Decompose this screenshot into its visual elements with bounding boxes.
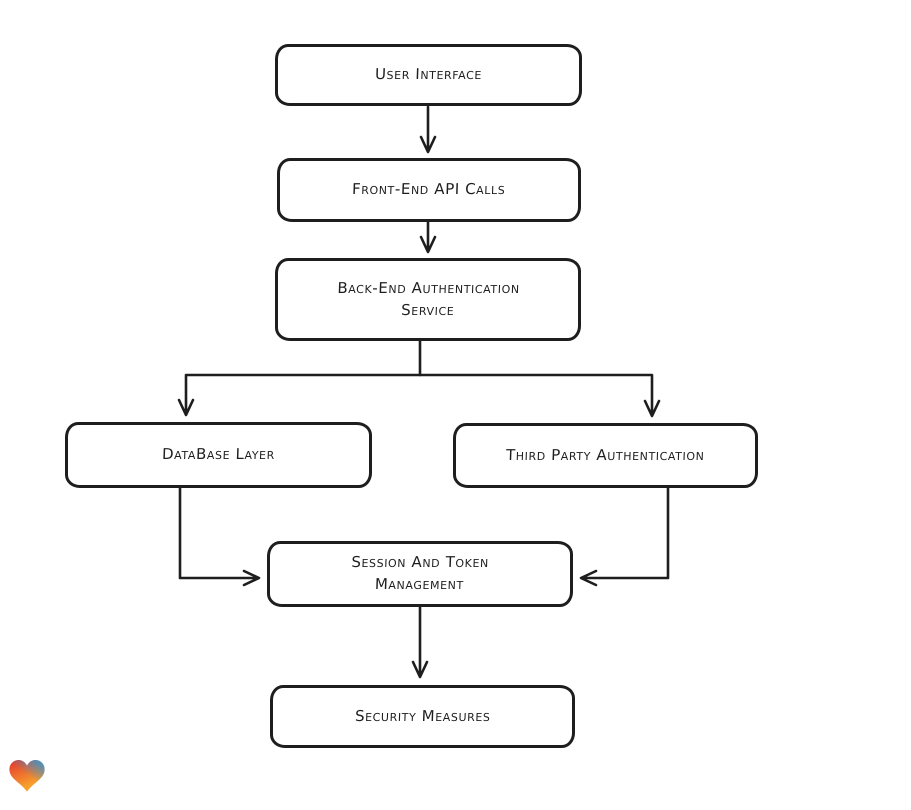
node-label-line: Third Party Authentication [505,445,706,464]
node-third-party-authentication: Third Party Authentication [453,423,758,488]
node-label-line: Front-End API Calls [352,180,507,199]
node-session-and-token-management: Session And Token Management [267,541,573,607]
edge-session-to-security [411,605,429,679]
edge-back-end-to-third-party [418,373,661,418]
node-database-layer: DataBase Layer [65,422,372,488]
node-front-end-api-calls: Front-End API Calls [277,158,581,222]
node-label: Session And Token Management [350,552,489,596]
edge-user-interface-to-front-end [419,105,437,154]
node-label: Front-End API Calls [352,179,506,201]
node-label: DataBase Layer [162,444,276,466]
node-label-line: User Interface [374,65,483,84]
node-label: Security Measures [354,706,490,728]
node-label: User Interface [375,64,483,86]
heart-icon [9,760,45,792]
node-label: Third Party Authentication [506,445,705,467]
node-back-end-authentication-service: Back-End Authentication Service [275,258,581,341]
edge-back-end-to-database [177,339,422,417]
edge-database-to-session [178,486,261,587]
node-label-line: Security Measures [354,706,491,725]
node-label-line: Management [374,575,465,593]
node-label: Back-End Authentication Service [336,278,520,322]
node-label-line: Service [400,300,455,319]
node-security-measures: Security Measures [270,685,575,748]
node-label-line: Session And Token [351,553,490,572]
node-label-line: Back-End Authentication [336,278,520,297]
node-label-line: DataBase Layer [161,445,276,464]
heart-logo[interactable] [9,760,45,793]
edge-third-party-to-session [579,486,670,587]
node-user-interface: User Interface [275,44,582,106]
edge-front-end-to-back-end [419,220,437,254]
